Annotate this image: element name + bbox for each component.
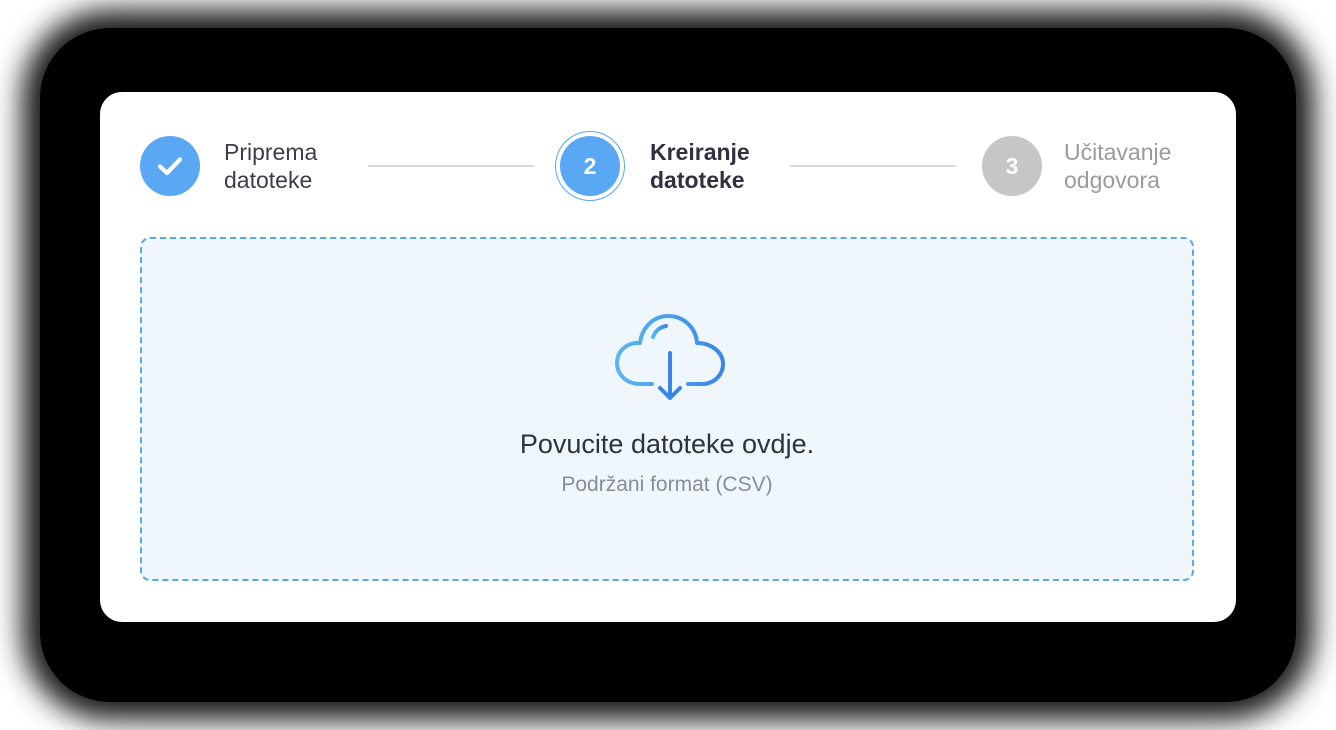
step-connector: [368, 165, 534, 167]
step-2-label: Kreiranje datoteke: [650, 139, 750, 193]
step-1-indicator: [140, 136, 200, 196]
file-dropzone[interactable]: Povucite datoteke ovdje. Podržani format…: [140, 237, 1194, 581]
upload-card: Priprema datoteke 2 Kreiranje datoteke 3…: [100, 92, 1236, 622]
step-connector: [790, 165, 956, 167]
dropzone-title: Povucite datoteke ovdje.: [519, 429, 815, 459]
step-1-label: Priprema datoteke: [224, 139, 318, 193]
step-3-label: Učitavanje odgovora: [1064, 139, 1172, 193]
dropzone-format-hint: Podržani format (CSV): [561, 473, 773, 496]
checkmark-icon: [157, 157, 183, 176]
step-3-indicator: 3: [982, 136, 1042, 196]
step-2-indicator: 2: [560, 136, 620, 196]
cloud-download-icon: [615, 314, 725, 400]
